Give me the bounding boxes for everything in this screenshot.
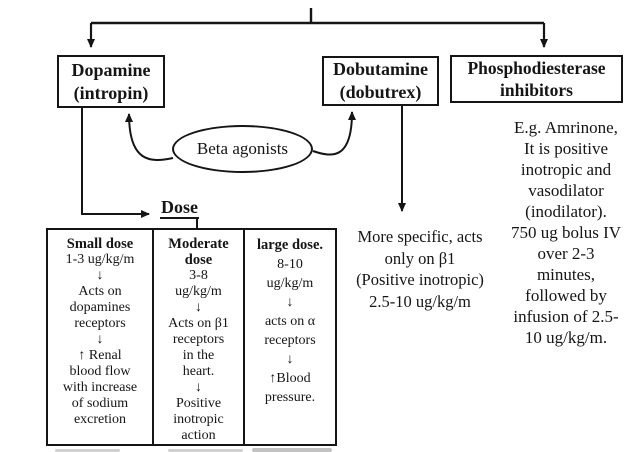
small-dose-column: Small dose 1-3 ug/kg/m ↓ Acts on dopamin… — [48, 230, 154, 444]
moderate-dose-body: 3-8 ug/kg/m ↓ Acts on β1 receptors in th… — [168, 268, 229, 443]
small-dose-body: 1-3 ug/kg/m ↓ Acts on dopamines receptor… — [62, 252, 138, 427]
dobutamine-box-label: Dobutamine (dobutrex) — [332, 59, 428, 102]
small-dose-title: Small dose — [66, 236, 134, 252]
beta-agonists-label: Beta agonists — [196, 139, 289, 158]
large-dose-column: large dose. 8-10 ug/kg/m ↓ acts on α rec… — [245, 230, 335, 444]
dobutamine-note: More specific, acts only on β1 (Positive… — [356, 227, 484, 311]
moderate-dose-column: Moderate dose 3-8 ug/kg/m ↓ Acts on β1 r… — [154, 230, 245, 444]
scan-artifact — [55, 449, 120, 452]
arrow-beta-to-dopamine — [125, 113, 174, 161]
large-dose-title: large dose. — [256, 237, 324, 253]
arrow-dopamine-to-dose — [81, 107, 150, 218]
dopamine-box: Dopamine (intropin) — [57, 55, 165, 108]
scan-artifact — [168, 449, 243, 452]
pde-note: E.g. Amrinone, It is positive inotropic … — [510, 118, 622, 347]
pde-inhibitors-box: Phosphodiesterase inhibitors — [450, 55, 623, 103]
scan-artifact — [252, 448, 332, 452]
dobutamine-box: Dobutamine (dobutrex) — [322, 56, 439, 106]
large-dose-body: 8-10 ug/kg/m ↓ acts on α receptors ↓ ↑Bl… — [264, 257, 316, 405]
moderate-dose-title: Moderate dose — [168, 236, 229, 268]
dopamine-box-label: Dopamine (intropin) — [71, 59, 151, 103]
beta-agonists-ellipse: Beta agonists — [172, 125, 313, 173]
pde-inhibitors-box-label: Phosphodiesterase inhibitors — [467, 57, 606, 100]
arrow-beta-to-dobutamine — [312, 111, 356, 156]
dose-heading: Dose — [160, 197, 199, 219]
dose-table: Small dose 1-3 ug/kg/m ↓ Acts on dopamin… — [46, 228, 337, 446]
